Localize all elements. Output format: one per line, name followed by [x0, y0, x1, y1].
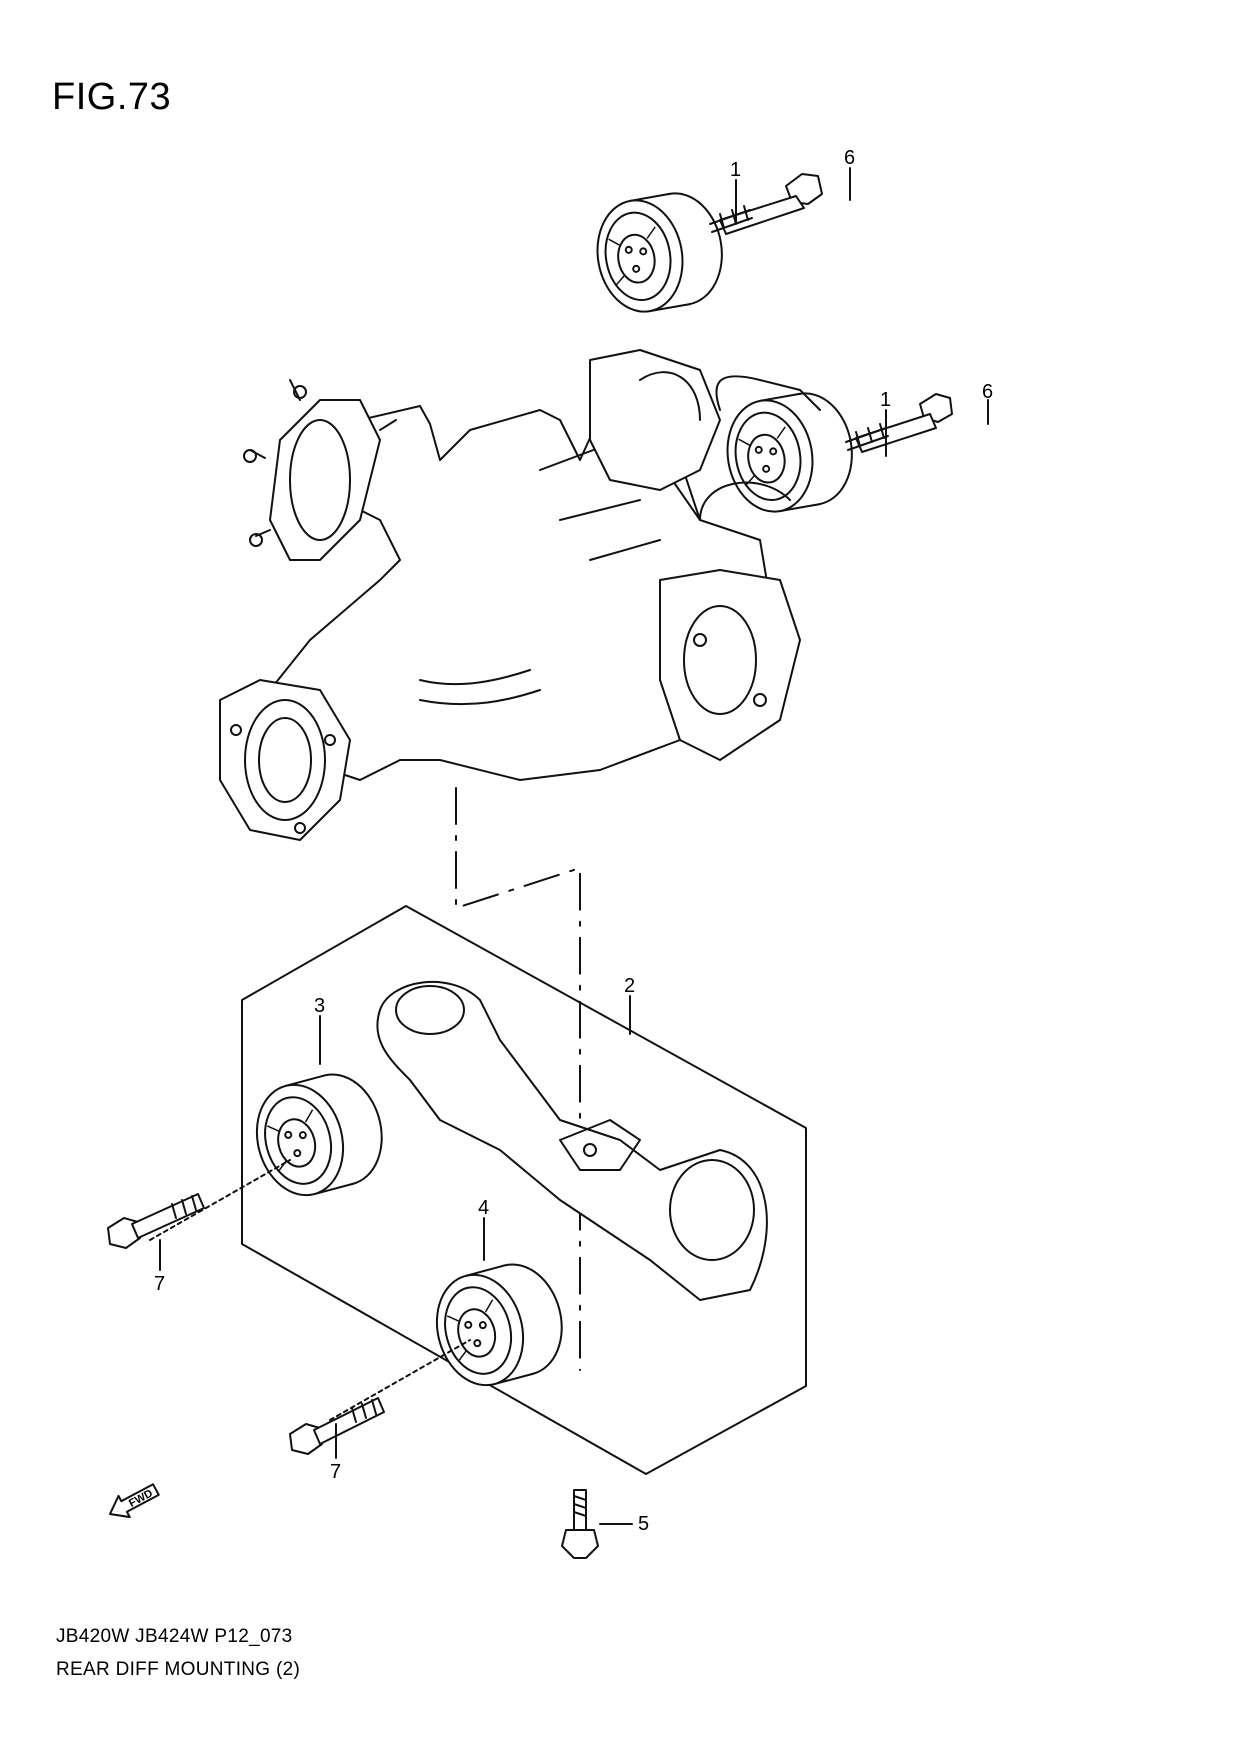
- callout-5: 5: [638, 1513, 649, 1535]
- upper-bolt-2: [845, 393, 953, 453]
- callout-1-lower: 1: [880, 389, 891, 411]
- callout-1-upper: 1: [730, 159, 741, 181]
- callout-3: 3: [314, 995, 325, 1017]
- lower-mount-bushing-4: [423, 1253, 575, 1396]
- callout-7-lower: 7: [330, 1461, 341, 1483]
- upper-bolt-1: [709, 173, 823, 235]
- exploded-view-box: [241, 905, 807, 1475]
- bolt-5: [561, 1489, 599, 1559]
- callout-6-lower: 6: [982, 381, 993, 403]
- lower-bolt-1: [107, 1159, 291, 1249]
- callout-2: 2: [624, 975, 635, 997]
- diff-mounting-member: [376, 980, 768, 1301]
- callout-4: 4: [478, 1197, 489, 1219]
- upper-mount-bushing-1: [587, 185, 732, 320]
- callout-6-upper: 6: [844, 147, 855, 169]
- rear-differential: [219, 349, 821, 841]
- fwd-label: FWD: [127, 1487, 155, 1509]
- footer-model-code: JB420W JB424W P12_073: [56, 1626, 293, 1647]
- fwd-arrow: FWD: [109, 1483, 160, 1519]
- lower-bolt-2: [289, 1339, 471, 1455]
- callout-7-upper: 7: [154, 1273, 165, 1295]
- figure-title: FIG.73: [52, 76, 172, 118]
- footer-figure-name: REAR DIFF MOUNTING (2): [56, 1659, 301, 1680]
- lower-mount-bushing-3: [243, 1063, 395, 1206]
